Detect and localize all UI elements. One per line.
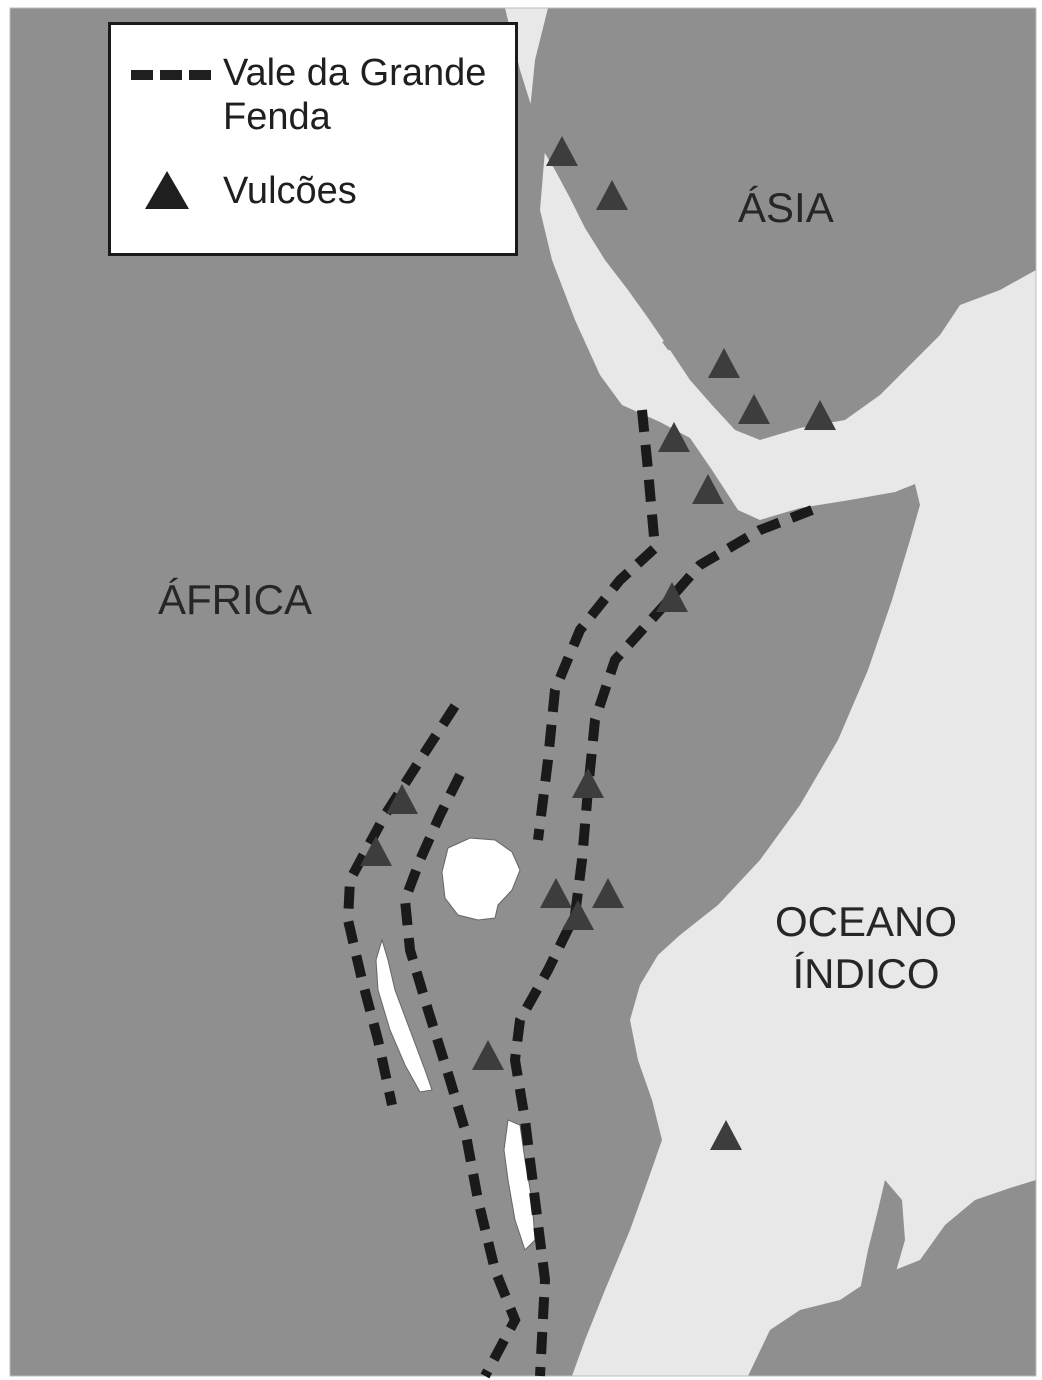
volcano-icon <box>472 1040 504 1070</box>
lake-tanganyika <box>375 938 433 1093</box>
volcano-icon <box>572 768 604 798</box>
madagascar-landmass <box>860 1180 905 1300</box>
volcano-icon <box>656 582 688 612</box>
label-indian-ocean: OCEANO ÍNDICO <box>766 896 966 1000</box>
volcano-markers <box>360 136 836 1150</box>
volcano-icon <box>708 348 740 378</box>
volcano-icon <box>562 900 594 930</box>
map-frame <box>9 7 1037 1377</box>
volcano-icon <box>540 878 572 908</box>
label-africa: ÁFRICA <box>158 576 313 623</box>
rift-line-eastern-east <box>509 505 814 1377</box>
lake-victoria <box>441 837 521 921</box>
volcano-icon <box>738 394 770 424</box>
volcano-icon <box>546 136 578 166</box>
label-ocean-line1: OCEANO <box>774 898 958 945</box>
lake-malawi <box>503 1119 536 1251</box>
island <box>662 336 690 352</box>
rift-line-eastern-west <box>533 409 661 841</box>
label-ocean-line2: ÍNDICO <box>792 950 940 997</box>
volcano-icon <box>804 400 836 430</box>
legend-rift-label: Vale da Grande Fenda <box>223 52 487 138</box>
legend-volcano-label: Vulcões <box>223 170 357 212</box>
rift-lines <box>342 409 814 1379</box>
rift-line-western-outer <box>342 703 460 1107</box>
africa-landmass <box>10 8 920 1376</box>
volcano-icon <box>658 422 690 452</box>
arabia-landmass <box>530 8 1036 440</box>
volcano-icon <box>592 878 624 908</box>
legend-rift-symbol <box>131 70 211 80</box>
volcano-icon <box>386 784 418 814</box>
volcano-icon <box>692 474 724 504</box>
rift-line-western-inner <box>399 772 521 1379</box>
legend-volcano-icon <box>145 171 189 209</box>
legend: Vale da Grande Fenda Vulcões <box>108 22 518 256</box>
volcano-icon <box>596 180 628 210</box>
volcano-icon <box>360 836 392 866</box>
volcano-icon <box>710 1120 742 1150</box>
label-asia: ÁSIA <box>738 184 834 231</box>
